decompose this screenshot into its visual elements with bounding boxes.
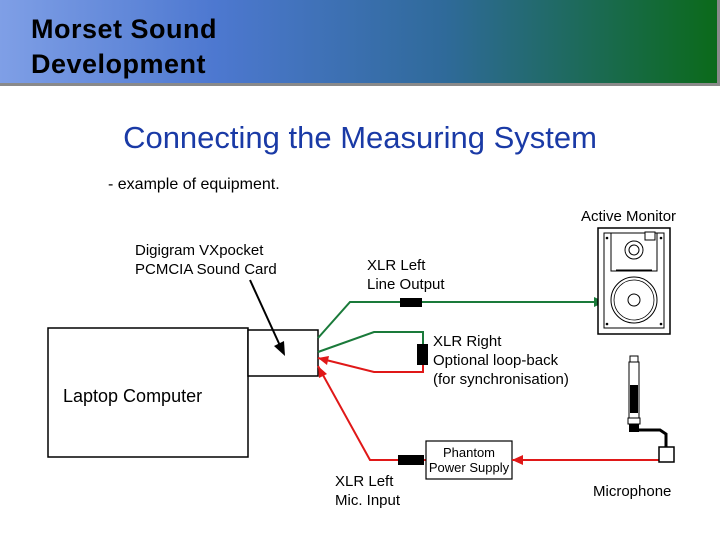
- xlr-left-output-label: XLR Left Line Output: [367, 256, 445, 294]
- microphone-icon: [627, 355, 675, 463]
- xlr-left-mic-connector: [398, 455, 424, 465]
- phantom-power-box: [425, 440, 513, 480]
- xlr-left-output-label-line2: Line Output: [367, 276, 445, 293]
- active-monitor-icon: [597, 227, 671, 335]
- phantom-power-label-line2: Power Supply: [428, 460, 510, 475]
- mic-cable: [512, 447, 667, 461]
- mic-input-arrowhead: [318, 366, 327, 378]
- soundcard-pointer: [249, 279, 283, 351]
- mic-cable-arrowhead: [512, 455, 523, 465]
- xlr-left-output-connector: [400, 298, 422, 307]
- xlr-right-label-line1: XLR Right: [433, 333, 502, 350]
- loopback-input-cable: [317, 357, 424, 373]
- microphone-label: Microphone: [593, 483, 672, 500]
- laptop-label: Laptop Computer: [63, 386, 203, 406]
- slide-subtitle: - example of equipment.: [108, 176, 280, 193]
- loopback-input-arrowhead: [318, 356, 329, 365]
- header-banner: Morset Sound Development: [0, 0, 720, 86]
- soundcard-label: Digigram VXpocket PCMCIA Sound Card: [135, 241, 277, 279]
- xlr-left-mic-label-line2: Mic. Input: [335, 492, 401, 509]
- soundcard-label-line1: Digigram VXpocket: [135, 242, 264, 259]
- phantom-power-label: Phantom Power Supply: [426, 445, 512, 475]
- xlr-left-mic-label-line1: XLR Left: [335, 473, 394, 490]
- xlr-right-connector: [417, 344, 428, 365]
- company-name: Morset Sound Development: [31, 12, 217, 82]
- loopback-output-cable: [317, 331, 424, 353]
- line-output-cable: [317, 301, 596, 339]
- xlr-right-label-line3: (for synchronisation): [433, 371, 569, 388]
- phantom-power-label-line1: Phantom: [442, 445, 496, 460]
- company-name-line2: Development: [31, 49, 207, 79]
- company-name-line1: Morset Sound: [31, 14, 217, 44]
- soundcard-label-line2: PCMCIA Sound Card: [135, 261, 277, 278]
- xlr-right-label-line2: Optional loop-back: [433, 352, 559, 369]
- xlr-left-mic-label: XLR Left Mic. Input: [335, 472, 400, 510]
- xlr-left-output-label-line1: XLR Left: [367, 257, 426, 274]
- laptop-box: [47, 327, 249, 458]
- active-monitor-label: Active Monitor: [581, 208, 677, 225]
- xlr-right-label: XLR Right Optional loop-back (for synchr…: [433, 332, 569, 389]
- soundcard-pointer-arrowhead: [274, 341, 285, 356]
- slide-title: Connecting the Measuring System: [123, 120, 597, 155]
- mic-input-cable: [317, 365, 426, 461]
